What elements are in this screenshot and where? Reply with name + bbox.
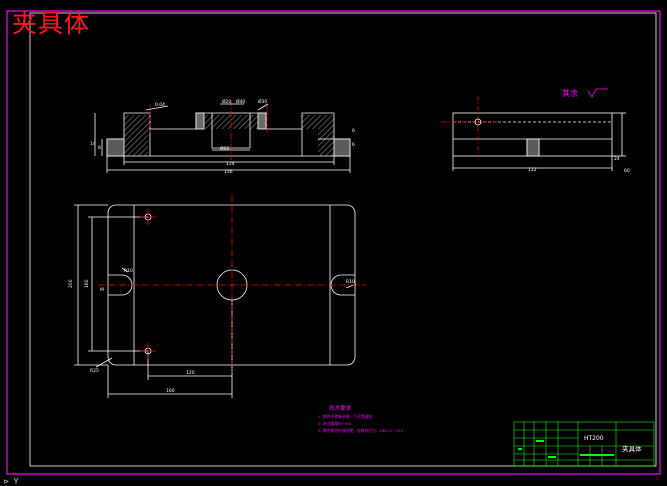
svg-text:14: 14: [90, 141, 96, 147]
svg-text:112: 112: [528, 167, 537, 173]
plan-view-centerlines: [98, 195, 366, 372]
svg-text:Ø60: Ø60: [220, 145, 229, 152]
svg-text:Ø30: Ø30: [258, 98, 267, 105]
svg-text:200: 200: [68, 279, 74, 288]
side-view-text: 其余 112 24 60: [528, 88, 630, 174]
drawing-title: 夹具体: [12, 9, 91, 38]
svg-text:6: 6: [352, 128, 355, 134]
svg-text:其余: 其余: [562, 88, 578, 98]
svg-text:6: 6: [352, 142, 355, 148]
notes-heading: 技术要求: [329, 404, 352, 412]
svg-text:0.04: 0.04: [155, 102, 165, 108]
title-block-text: HT200 夹具体: [584, 435, 642, 453]
title-block-material: HT200: [584, 435, 604, 442]
svg-text:60: 60: [624, 168, 630, 174]
svg-text:R10: R10: [346, 279, 355, 285]
plan-view-dimension-text: 200 160 R25 M 120 160 R10 R10: [68, 268, 355, 394]
title-block-part-name: 夹具体: [622, 444, 642, 453]
svg-text:R25: R25: [90, 368, 99, 374]
plan-view: [74, 204, 357, 398]
svg-text:M: M: [100, 287, 104, 293]
technical-notes: 技术要求 1. 铸件不得有砂眼、气孔等缺陷 2. 未注圆角R3~R5 3. 铸件…: [318, 404, 404, 433]
notes-item: 3. 铸件需经时效处理，去除内应力，HB170~220: [318, 428, 404, 433]
svg-text:124: 124: [226, 161, 235, 167]
title-block-fill-marks: [518, 440, 614, 458]
svg-text:160: 160: [84, 279, 90, 288]
side-view: [442, 96, 626, 171]
ucs-icon: ⊳ Y: [4, 477, 19, 486]
svg-text:160: 160: [166, 388, 175, 394]
svg-text:Ø20: Ø20: [222, 98, 231, 105]
front-view-dimension-text: 0.04 Ø20 Ø40 Ø30 Ø60 124 156 14 8 6 6: [90, 98, 355, 175]
sheet-outer-border: [6, 10, 661, 475]
notes-item: 2. 未注圆角R3~R5: [318, 421, 352, 426]
svg-text:8: 8: [98, 145, 101, 151]
svg-text:120: 120: [186, 370, 195, 376]
title-block: [513, 421, 655, 467]
front-section-view: [94, 100, 351, 173]
svg-text:Ø40: Ø40: [236, 98, 245, 105]
svg-text:R10: R10: [124, 268, 133, 274]
svg-text:24: 24: [614, 156, 620, 162]
notes-item: 1. 铸件不得有砂眼、气孔等缺陷: [318, 414, 372, 419]
svg-text:156: 156: [224, 169, 233, 175]
sheet-inner-frame: [29, 12, 657, 467]
status-bar: [0, 476, 667, 486]
